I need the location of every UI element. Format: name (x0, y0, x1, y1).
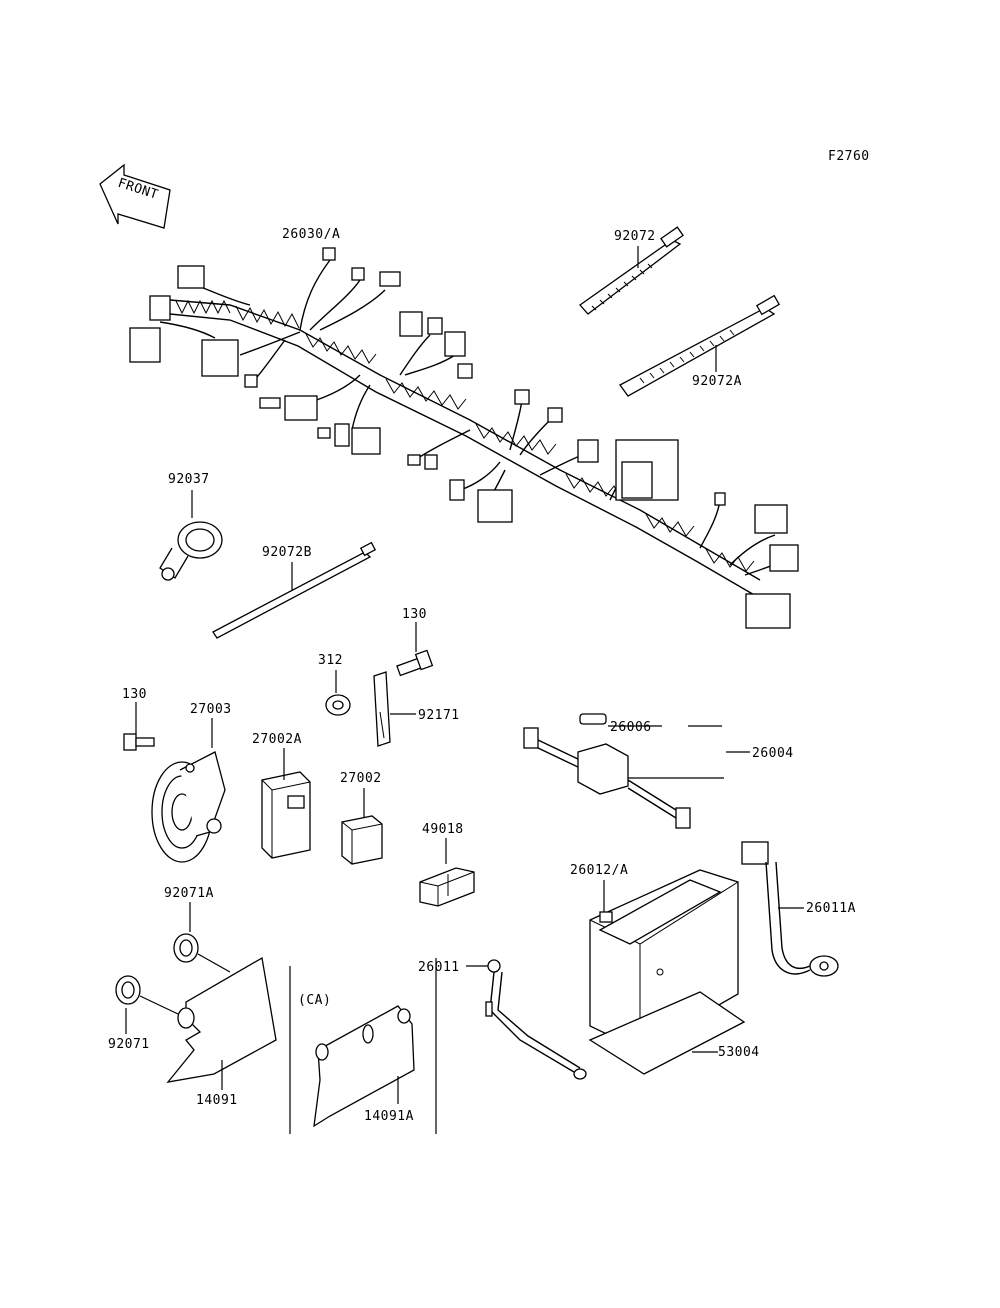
bolt-130-top (396, 649, 434, 677)
label-92171: 92171 (418, 708, 460, 723)
label-92072B: 92072B (262, 545, 312, 560)
label-26011A: 26011A (806, 901, 856, 916)
band-92072 (579, 226, 684, 315)
nut-312 (325, 694, 351, 716)
label-harness: 26030/A (282, 227, 340, 242)
label-130-top: 130 (402, 607, 427, 622)
label-130-left: 130 (122, 687, 147, 702)
band-92072A (619, 294, 781, 397)
clamp-92037 (159, 521, 223, 581)
label-26006: 26006 (610, 720, 652, 735)
wiring-harness (129, 247, 799, 629)
region-note-ca: (CA) (298, 993, 331, 1008)
horn-27003 (151, 751, 226, 863)
label-312: 312 (318, 653, 343, 668)
label-92072A: 92072A (692, 374, 742, 389)
connector-49018 (419, 867, 475, 907)
bolt-130-left (123, 733, 155, 751)
sheet-53004 (588, 991, 746, 1075)
front-arrow-icon: FRONT (99, 163, 171, 229)
bracket-92171 (373, 671, 391, 747)
cap-92071A (173, 933, 199, 963)
relay-27002A (261, 771, 311, 859)
cover-14091 (166, 956, 277, 1083)
cable-26011 (485, 959, 587, 1080)
label-27002A: 27002A (252, 732, 302, 747)
label-92037: 92037 (168, 472, 210, 487)
cable-26011A (741, 841, 839, 977)
cover-14091A (313, 1005, 415, 1128)
label-27002: 27002 (340, 771, 382, 786)
label-49018: 49018 (422, 822, 464, 837)
label-92071A: 92071A (164, 886, 214, 901)
fuse-holder-26004 (523, 727, 691, 829)
relay-27002 (341, 815, 383, 865)
figure-code: F2760 (828, 149, 870, 164)
fuse-26006 (579, 713, 607, 725)
label-26011: 26011 (418, 960, 460, 975)
label-92071: 92071 (108, 1037, 150, 1052)
band-92072B (212, 541, 377, 639)
label-26012A: 26012/A (570, 863, 628, 878)
label-92072: 92072 (614, 229, 656, 244)
label-27003: 27003 (190, 702, 232, 717)
cap-92071 (115, 975, 141, 1005)
label-14091A: 14091A (364, 1109, 414, 1124)
label-26004: 26004 (752, 746, 794, 761)
label-53004: 53004 (718, 1045, 760, 1060)
label-14091: 14091 (196, 1093, 238, 1108)
